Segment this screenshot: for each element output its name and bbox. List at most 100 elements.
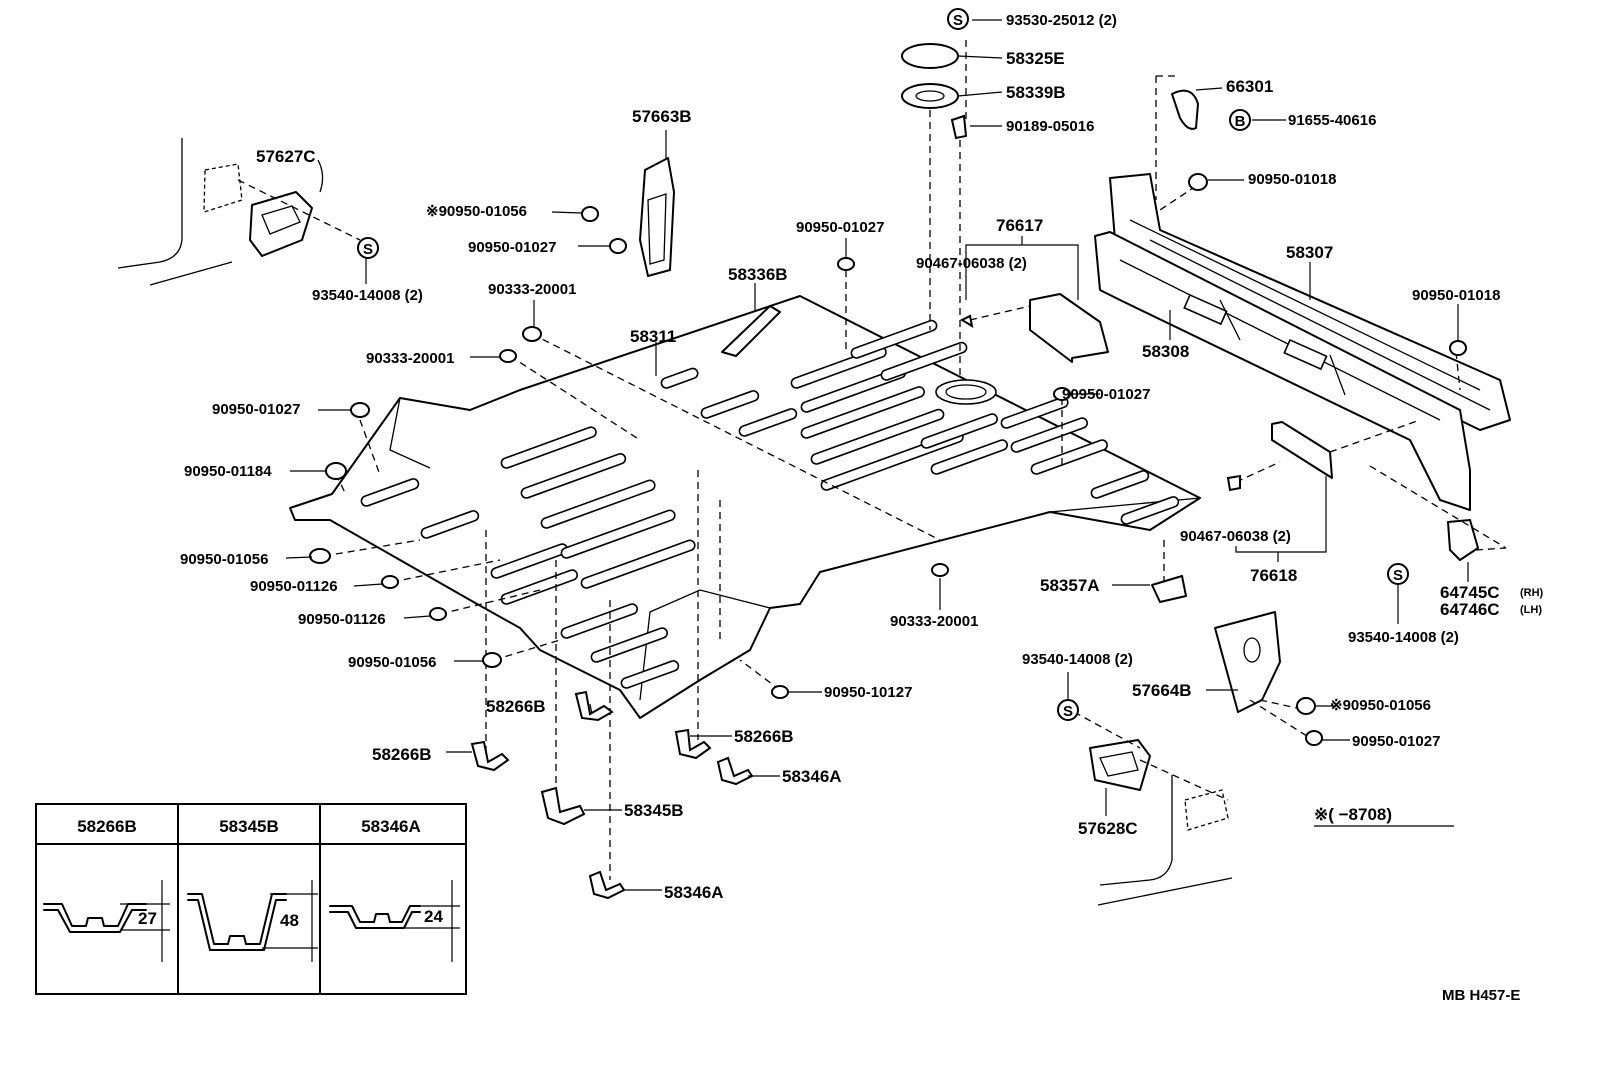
plug-icon[interactable]	[499, 349, 517, 363]
fasteners: S S S S B	[309, 8, 1467, 746]
plug-icon[interactable]	[1449, 340, 1467, 356]
clips	[470, 690, 754, 900]
part-57663B[interactable]	[639, 157, 675, 277]
rivet-icon[interactable]	[959, 314, 974, 329]
part-76618-plate[interactable]	[1271, 421, 1333, 479]
plug-icon[interactable]	[522, 326, 542, 342]
clip-58266B[interactable]	[574, 690, 614, 722]
label-58357A: 58357A	[1040, 576, 1100, 595]
part-57628C[interactable]	[1089, 739, 1229, 831]
label-76618: 76618	[1250, 566, 1297, 585]
screw-letter: S	[1393, 567, 1403, 584]
label-91655-40616: 91655-40616	[1288, 112, 1376, 129]
label-93530-25012: 93530-25012 (2)	[1006, 12, 1117, 29]
label-90950-01184: 90950-01184	[184, 463, 272, 480]
part-58308-rail[interactable]	[1094, 231, 1471, 511]
floor-pan-ribs	[360, 319, 1180, 689]
plug-icon[interactable]	[1305, 730, 1323, 746]
label-90467-06038-b: 90467-06038 (2)	[1180, 528, 1291, 545]
part-64745C-gusset[interactable]	[1447, 519, 1479, 561]
clip-58346A[interactable]	[716, 756, 754, 786]
screw-symbol-icon: S	[1057, 699, 1079, 721]
part-57663B-group	[639, 130, 675, 277]
label-64746C-side: (LH)	[1520, 604, 1542, 616]
screw-letter: S	[1063, 703, 1073, 720]
label-66301: 66301	[1226, 77, 1273, 96]
grommet-icon[interactable]	[609, 238, 627, 254]
part-66301-strap[interactable]	[1171, 89, 1199, 130]
label-90333-20001-c: 90333-20001	[890, 613, 978, 630]
plug-icon[interactable]	[1188, 173, 1208, 191]
screw-letter: S	[953, 12, 963, 29]
label-58345B: 58345B	[624, 801, 684, 820]
label-90333-20001-a: 90333-20001	[488, 281, 576, 298]
leader-lines	[285, 19, 1469, 891]
label-57663B: 57663B	[632, 107, 692, 126]
plug-icon[interactable]	[381, 575, 399, 589]
table-header-58345B: 58345B	[219, 817, 279, 836]
label-58308: 58308	[1142, 342, 1189, 361]
grommet-icon[interactable]	[581, 206, 599, 222]
screw-symbol-icon: S	[947, 8, 969, 30]
label-76617: 76617	[996, 216, 1043, 235]
label-93540-14008-bottom: 93540-14008 (2)	[1022, 651, 1133, 668]
label-90950-01126-b: 90950-01126	[298, 611, 386, 628]
plug-icon[interactable]	[931, 563, 949, 577]
plug-icon[interactable]	[771, 685, 789, 699]
part-58339B-ring[interactable]	[901, 83, 959, 109]
label-90950-01056-top: ※90950-01056	[426, 203, 527, 220]
label-58325E: 58325E	[1006, 49, 1065, 68]
label-diagram-code: MB H457-E	[1442, 987, 1520, 1004]
table-header-58346A: 58346A	[361, 817, 421, 836]
label-58266B-a: 58266B	[486, 697, 546, 716]
label-58311: 58311	[630, 327, 676, 346]
label-64745C: 64745C	[1440, 583, 1500, 602]
part-57664B[interactable]	[1214, 611, 1281, 713]
label-90950-01056-bottom: 90950-01056	[348, 654, 436, 671]
clip-58266B[interactable]	[470, 740, 510, 772]
plug-icon[interactable]	[429, 607, 447, 621]
screw-symbol-icon: S	[1387, 563, 1409, 585]
plug-icon[interactable]	[837, 257, 855, 271]
label-58266B-b: 58266B	[372, 745, 432, 764]
part-58357A[interactable]	[1151, 575, 1187, 603]
label-90950-01126-a: 90950-01126	[250, 578, 338, 595]
part-58325E-gasket[interactable]	[901, 43, 959, 69]
clip-profile-58266B: 27	[43, 880, 170, 962]
label-64746C: 64746C	[1440, 600, 1500, 619]
rivet-icon[interactable]	[1226, 474, 1241, 492]
label-58307: 58307	[1286, 243, 1333, 262]
label-57664B: 57664B	[1132, 681, 1192, 700]
label-note-range: ※( −8708)	[1314, 805, 1392, 824]
part-57627C-group	[203, 159, 361, 257]
table-header-58266B: 58266B	[77, 817, 137, 836]
plug-icon[interactable]	[350, 402, 370, 418]
label-90950-01018-b: 90950-01018	[1412, 287, 1500, 304]
part-57627C[interactable]	[249, 191, 313, 257]
clip-58345B[interactable]	[540, 786, 586, 826]
clip-profile-58346A: 24	[329, 880, 460, 962]
label-58346A-a: 58346A	[782, 767, 842, 786]
label-90950-01056-right: ※90950-01056	[1330, 697, 1431, 714]
clip-58266B[interactable]	[674, 728, 712, 760]
label-90950-01027-top: 90950-01027	[468, 239, 556, 256]
dimension-27: 27	[138, 909, 157, 928]
label-90467-06038-a: 90467-06038 (2)	[916, 255, 1027, 272]
plug-icon[interactable]	[482, 652, 502, 668]
dimension-48: 48	[280, 911, 299, 930]
label-90950-01027-center: 90950-01027	[796, 219, 884, 236]
assembly-lines	[323, 40, 1507, 880]
label-64745C-side: (RH)	[1520, 587, 1544, 599]
plug-icon[interactable]	[1296, 697, 1316, 715]
label-90950-01027-right: 90950-01027	[1062, 386, 1150, 403]
screw-symbol-icon: S	[357, 237, 379, 259]
part-58336B[interactable]	[721, 305, 781, 357]
plug-icon[interactable]	[325, 462, 347, 480]
part-76617-plate[interactable]	[1029, 293, 1109, 363]
clip-icon[interactable]	[950, 114, 968, 140]
clip-profile-58345B: 48	[187, 880, 318, 962]
plug-icon[interactable]	[309, 548, 331, 564]
clip-58346A[interactable]	[588, 870, 626, 900]
part-58336B-group	[721, 283, 781, 357]
